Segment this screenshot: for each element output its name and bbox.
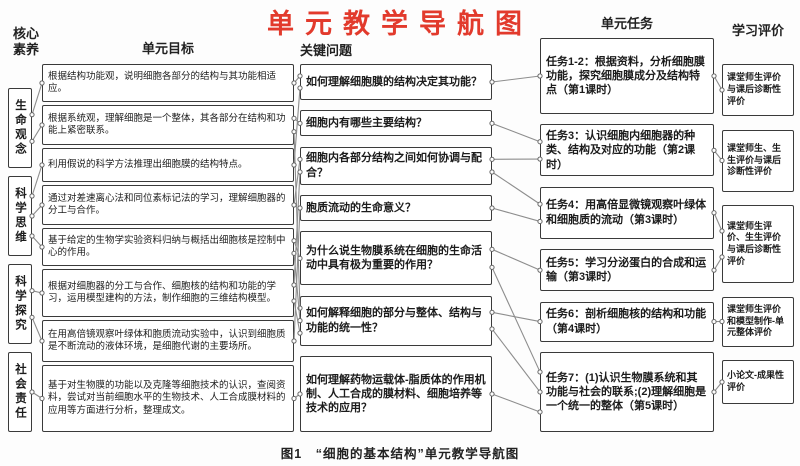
- evaluation-box: 课堂师生评价与课后诊断性评价: [722, 64, 794, 116]
- diagram-title: 单元教学导航图: [267, 9, 533, 39]
- goal-box: 在用高倍镜观察叶绿体和胞质流动实验中，认识到细胞质是不断流动的液体环境，是细胞代…: [42, 320, 294, 362]
- unit-goals-column: 根据结构功能观，说明细胞各部分的结构与其功能相适应。 根据系统观，理解细胞是一个…: [42, 64, 294, 432]
- goal-box: 基于给定的生物学实验资料归纳与概括出细胞核是控制中心的作用。: [42, 228, 294, 266]
- evaluation-box: 小论文-成果性评价: [722, 360, 794, 404]
- core-literacy-box-life-concept: 生命观念: [8, 88, 32, 168]
- column-header-key-questions: 关键问题: [300, 43, 353, 58]
- unit-tasks-column: 任务1-2：根据资料，分析细胞膜功能，探究细胞膜成分及结构特点（第1课时） 任务…: [540, 38, 714, 432]
- task-box: 任务3：认识细胞内细胞器的种类、结构及对应的功能（第2课时）: [540, 124, 714, 177]
- goal-box: 根据结构功能观，说明细胞各部分的结构与其功能相适应。: [42, 64, 294, 102]
- goal-box: 基于对生物膜的功能以及克隆等细胞技术的认识，查阅资料，尝试对当前细胞水平的生物技…: [42, 365, 294, 432]
- question-box: 为什么说生物膜系统在细胞的生命活动中具有极为重要的作用？: [300, 231, 492, 286]
- core-literacy-box-social-responsibility: 社会责任: [8, 352, 32, 432]
- question-box: 细胞内有哪些主要结构？: [300, 110, 492, 137]
- task-box: 任务4：用高倍显微镜观察叶绿体和细胞质的流动（第3课时）: [540, 186, 714, 239]
- task-box: 任务1-2：根据资料，分析细胞膜功能，探究细胞膜成分及结构特点（第1课时）: [540, 38, 714, 114]
- core-literacy-box-scientific-inquiry: 科学探究: [8, 264, 32, 344]
- goal-box: 根据系统观，理解细胞是一个整体，其各部分在结构和功能上紧密联系。: [42, 105, 294, 145]
- task-box: 任务6：剖析细胞核的结构和功能（第4课时）: [540, 301, 714, 342]
- question-box: 如何理解药物运载体-脂质体的作用机制、人工合成的膜材料、细胞培养等技术的应用？: [300, 355, 492, 432]
- question-box: 如何理解细胞膜的结构决定其功能？: [300, 64, 492, 100]
- column-header-unit-tasks: 单元任务: [600, 16, 653, 31]
- goal-box: 根据对细胞器的分工与合作、细胞核的结构和功能的学习，运用模型建构的方法，制作细胞…: [42, 269, 294, 317]
- column-header-learning-evaluation: 学习评价: [731, 23, 784, 38]
- figure-caption: 图1 “细胞的基本结构”单元教学导航图: [280, 447, 520, 461]
- question-box: 细胞内各部分结构之间如何协调与配合？: [300, 146, 492, 185]
- task-box: 任务5：学习分泌蛋白的合成和运输（第3课时）: [540, 249, 714, 292]
- goal-box: 利用假说的科学方法推理出细胞膜的结构特点。: [42, 148, 294, 182]
- goal-box: 通过对差速离心法和同位素标记法的学习，理解细胞器的分工与合作。: [42, 185, 294, 225]
- column-header-unit-goals: 单元目标: [141, 41, 194, 56]
- evaluation-box: 课堂师生评价、生生评价与课后诊断性评价: [722, 205, 794, 283]
- task-box: 任务7：(1)认识生物膜系统和其功能与社会的联系;(2)理解细胞是一个统一的整体…: [540, 351, 714, 432]
- core-literacy-box-scientific-thinking: 科学思维: [8, 176, 32, 256]
- learning-evaluation-column: 课堂师生评价与课后诊断性评价 课堂师生、生生评价与课后诊断性评价 课堂师生评价、…: [722, 64, 794, 404]
- question-box: 胞质流动的生命意义？: [300, 194, 492, 221]
- question-box: 如何解释细胞的部分与整体、结构与功能的统一性？: [300, 295, 492, 346]
- key-questions-column: 如何理解细胞膜的结构决定其功能？ 细胞内有哪些主要结构？ 细胞内各部分结构之间如…: [300, 64, 492, 432]
- evaluation-box: 课堂师生评价和模型制作-单元整体评价: [722, 296, 794, 347]
- core-literacy-column: 生命观念 科学思维 科学探究 社会责任: [8, 88, 32, 432]
- column-header-core-literacy: 核心素养: [12, 26, 39, 57]
- evaluation-box: 课堂师生、生生评价与课后诊断性评价: [722, 129, 794, 192]
